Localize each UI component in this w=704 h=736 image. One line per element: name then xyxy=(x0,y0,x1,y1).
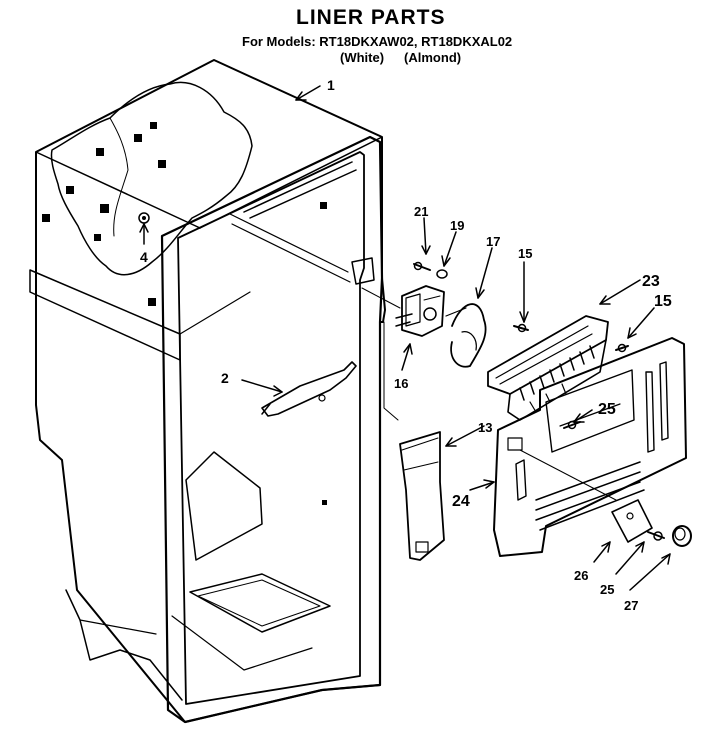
damper-control-parts xyxy=(611,499,692,547)
liner-assembly xyxy=(29,59,386,724)
callout-25-upper: 25 xyxy=(598,401,616,418)
color-variants: (White) (Almond) xyxy=(340,50,461,65)
model-numbers: For Models: RT18DKXAW02, RT18DKXAL02 xyxy=(242,34,513,49)
fan-shroud-part-23 xyxy=(487,315,629,421)
callout-27: 27 xyxy=(624,598,638,613)
callout-15-right: 15 xyxy=(654,293,672,310)
callout-16: 16 xyxy=(394,376,408,391)
baffle-plate-part-13 xyxy=(399,431,445,561)
callout-labels: 1 2 4 21 19 17 15 15 23 16 13 25 24 26 2… xyxy=(140,77,672,613)
callout-2: 2 xyxy=(221,370,229,386)
callout-1: 1 xyxy=(327,77,335,93)
variant-almond: (Almond) xyxy=(404,50,462,65)
callout-13: 13 xyxy=(478,420,492,435)
callout-23: 23 xyxy=(642,273,660,290)
callout-4: 4 xyxy=(140,249,148,265)
callout-26: 26 xyxy=(574,568,588,583)
air-duct-cover-part-24 xyxy=(493,337,687,557)
shelf-bracket-part-2 xyxy=(261,361,357,417)
leader-lines xyxy=(139,85,671,591)
fan-motor-assembly xyxy=(395,261,529,368)
screw-part-4 xyxy=(138,212,150,224)
callout-19: 19 xyxy=(450,218,464,233)
callout-25-lower: 25 xyxy=(600,582,614,597)
callout-24: 24 xyxy=(452,493,470,510)
diagram-title: LINER PARTS xyxy=(296,6,446,29)
variant-white: (White) xyxy=(340,50,385,65)
callout-21: 21 xyxy=(414,204,428,219)
callout-15-upper: 15 xyxy=(518,246,532,261)
callout-17: 17 xyxy=(486,234,500,249)
